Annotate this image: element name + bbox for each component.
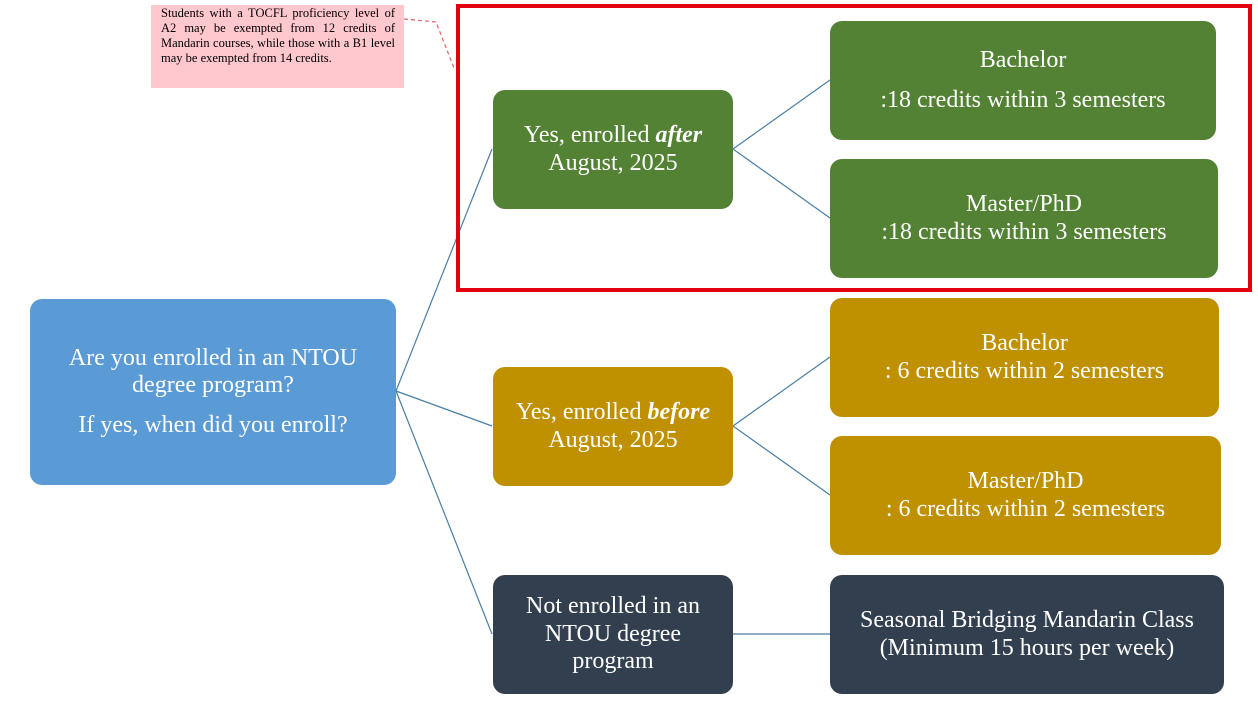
connector-before-to-master [732, 425, 831, 496]
not-enrolled-box: Not enrolled in an NTOU degree program [493, 575, 733, 694]
after-bachelor-title: Bachelor [979, 46, 1067, 73]
not-enrolled-line3: program [572, 648, 654, 675]
after-master-detail: :18 credits within 3 semesters [881, 218, 1167, 245]
not-enrolled-line2: NTOU degree [544, 620, 682, 647]
before-bachelor-title: Bachelor [981, 329, 1068, 356]
bridging-class-line1: Seasonal Bridging Mandarin Class [860, 606, 1194, 633]
after-branch-line1: Yes, enrolled after [524, 122, 702, 150]
after-branch-box: Yes, enrolled after August, 2025 [493, 90, 733, 209]
after-bachelor-detail: :18 credits within 3 semesters [880, 86, 1166, 113]
before-bachelor-detail: : 6 credits within 2 semesters [884, 357, 1165, 384]
after-branch-emphasis: after [655, 121, 703, 148]
bridging-class-box: Seasonal Bridging Mandarin Class (Minimu… [830, 575, 1224, 694]
connector-root-to-before [395, 390, 493, 427]
highlight-frame [456, 4, 1252, 292]
tocfl-exemption-note-text: Students with a TOCFL proficiency level … [161, 6, 395, 65]
note-callout-line [403, 18, 455, 69]
before-branch-emphasis: before [647, 398, 711, 425]
after-branch-date: August, 2025 [548, 149, 678, 176]
after-bachelor-box: Bachelor :18 credits within 3 semesters [830, 21, 1216, 140]
after-branch-prefix: Yes, enrolled [523, 121, 656, 148]
connector-before-to-bachelor [732, 356, 831, 427]
connector-after-to-master [732, 148, 831, 219]
bridging-class-line2: (Minimum 15 hours per week) [879, 634, 1175, 661]
root-question-line3: If yes, when did you enroll? [78, 411, 348, 438]
before-master-box: Master/PhD : 6 credits within 2 semester… [830, 436, 1221, 555]
tocfl-exemption-note: Students with a TOCFL proficiency level … [151, 5, 404, 88]
before-branch-prefix: Yes, enrolled [515, 398, 648, 425]
after-master-box: Master/PhD :18 credits within 3 semester… [830, 159, 1218, 278]
connector-root-to-after [395, 148, 493, 392]
root-question-line2: degree program? [132, 372, 294, 399]
connector-root-to-not-enrolled [395, 390, 493, 635]
root-question-box: Are you enrolled in an NTOU degree progr… [30, 299, 396, 485]
connector-after-to-bachelor [732, 79, 831, 150]
before-branch-date: August, 2025 [548, 426, 678, 453]
before-master-title: Master/PhD [967, 467, 1084, 494]
before-branch-box: Yes, enrolled before August, 2025 [493, 367, 733, 486]
before-branch-line1: Yes, enrolled before [516, 399, 710, 427]
after-master-title: Master/PhD [966, 190, 1082, 217]
root-question-line1: Are you enrolled in an NTOU [68, 344, 358, 371]
before-bachelor-box: Bachelor : 6 credits within 2 semesters [830, 298, 1219, 417]
not-enrolled-line1: Not enrolled in an [526, 593, 700, 620]
before-master-detail: : 6 credits within 2 semesters [885, 495, 1166, 522]
